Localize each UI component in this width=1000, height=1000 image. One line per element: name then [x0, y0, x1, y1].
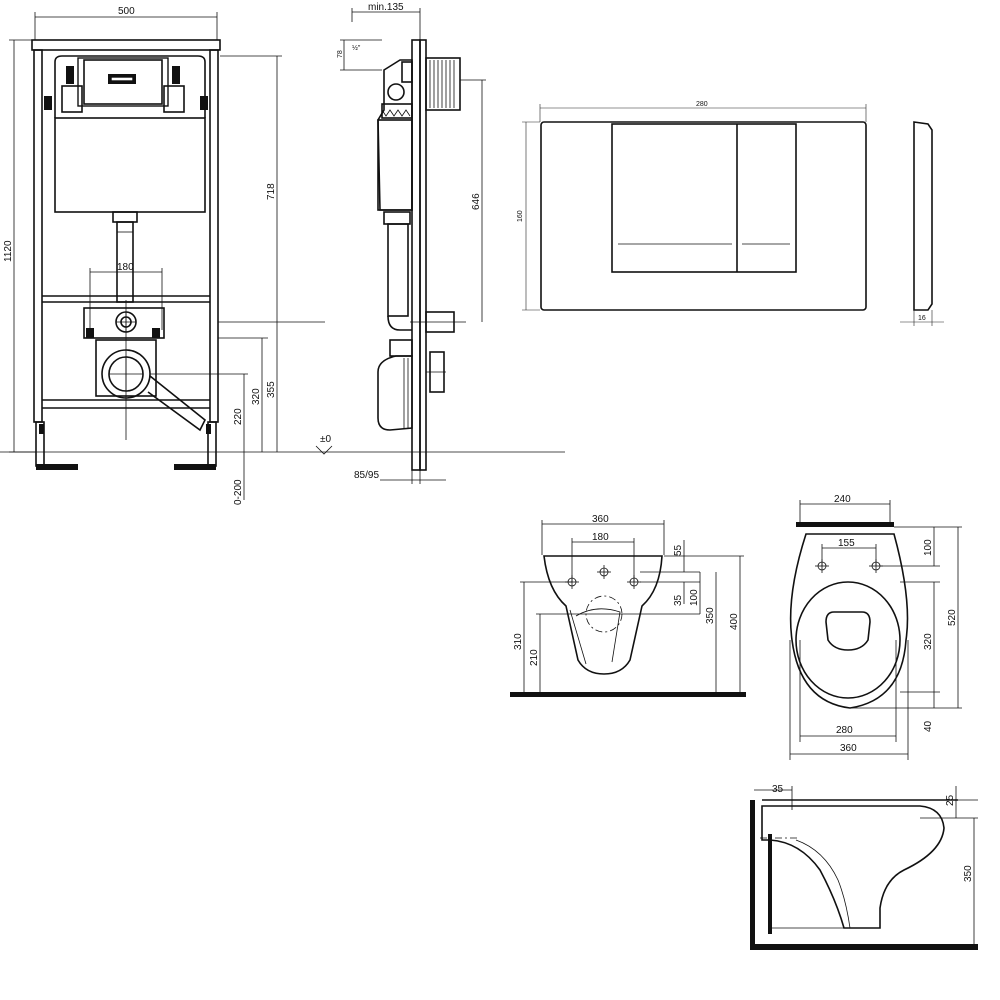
flush-plate-side: 16: [900, 121, 944, 326]
bolt-spacing-front-label: 180: [592, 532, 609, 543]
top-front-offset-label: 40: [923, 720, 934, 732]
outlet-width-label: 180: [117, 262, 134, 273]
toilet-top-view: 240 155 100 320 40 520: [789, 494, 962, 760]
frame-front-view: 500 180: [0, 6, 565, 505]
min-depth-label: min.135: [368, 2, 404, 13]
front-outlet-offset-label: 100: [689, 589, 700, 606]
toilet-front-width-label: 360: [592, 514, 609, 525]
front-height-400-label: 400: [729, 613, 740, 630]
plate-height-label: 160: [517, 210, 524, 222]
axis-height-220-label: 220: [233, 408, 244, 425]
frame-width-label: 500: [118, 6, 135, 17]
bolt-marks: [565, 565, 641, 589]
top-seat-width-label: 280: [836, 725, 853, 736]
front-height-310-label: 310: [513, 633, 524, 650]
front-height-350-label: 350: [705, 607, 716, 624]
top-total-width-label: 360: [840, 743, 857, 754]
front-mid-offset-label: 35: [673, 594, 684, 606]
top-bowl-length-label: 320: [923, 633, 934, 650]
axis-height-320-label: 320: [251, 388, 262, 405]
top-rear-depth-label: 100: [923, 539, 934, 556]
cistern-height-label: 718: [266, 183, 277, 200]
top-bolt-marks: [815, 559, 883, 573]
plate-depth-label: 16: [918, 315, 926, 322]
plate-width-label: 280: [696, 101, 708, 108]
side-height-label: 350: [963, 865, 974, 882]
floor-level-label: ±0: [320, 434, 331, 445]
button-height-label: 646: [471, 193, 482, 210]
top-bolt-spacing-label: 155: [838, 538, 855, 549]
outlet-diameter-label: 85/95: [354, 470, 379, 481]
side-wall-offset-label: 35: [772, 784, 784, 795]
inlet-thread-label: ½": [352, 44, 361, 52]
frame-height-label: 1120: [3, 240, 14, 262]
top-total-length-label: 520: [947, 609, 958, 626]
front-top-offset-label: 55: [673, 544, 684, 556]
toilet-front-view: 360 180 55 35 100 350: [510, 514, 746, 697]
toilet-side-view: 35 25 350: [750, 784, 978, 950]
foot-adjust-label: 0-200: [233, 479, 244, 505]
flush-plate-front: 280 160: [517, 101, 867, 311]
side-top-offset-label: 25: [945, 794, 956, 806]
axis-height-355-label: 355: [266, 381, 277, 398]
frame-side-view: min.135 78 ½" 646 ±0: [315, 2, 486, 484]
top-rear-width-label: 240: [834, 494, 851, 505]
front-height-210-label: 210: [529, 649, 540, 666]
inlet-offset-label: 78: [337, 50, 344, 58]
